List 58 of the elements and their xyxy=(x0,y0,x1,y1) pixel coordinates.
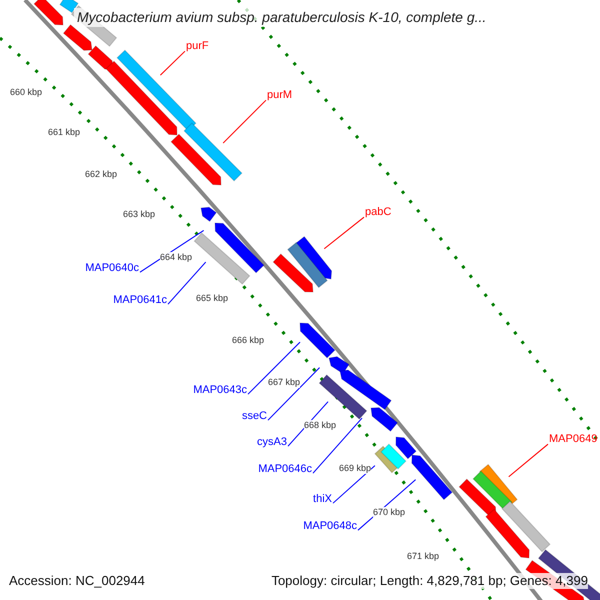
scale-label: 670 kbp xyxy=(373,507,406,518)
scale-label: 660 kbp xyxy=(10,87,42,98)
leader-line xyxy=(248,342,301,395)
leader-line xyxy=(222,100,266,144)
scale-label: 671 kbp xyxy=(407,551,440,562)
gene-feature xyxy=(458,478,497,516)
gene-label: MAP0640c xyxy=(85,262,139,276)
scale-label: 666 kbp xyxy=(232,335,264,346)
scale-label: 668 kbp xyxy=(304,420,336,431)
gene-label: MAP0646c xyxy=(258,463,312,476)
gene-feature xyxy=(501,500,551,552)
gene-feature xyxy=(395,436,417,460)
gene-feature xyxy=(318,374,368,420)
gene-feature xyxy=(200,206,217,222)
gene-feature xyxy=(287,242,328,288)
scale-label: 667 kbp xyxy=(268,377,300,388)
gene-feature xyxy=(411,454,453,500)
gene-feature xyxy=(183,122,243,182)
gene-feature xyxy=(485,508,530,559)
gene-feature xyxy=(33,0,64,26)
gene-feature xyxy=(299,322,336,359)
scale-label: 664 kbp xyxy=(160,252,192,263)
gene-label: MAP0649 xyxy=(549,433,598,446)
gene-feature xyxy=(59,0,79,14)
gene-feature xyxy=(170,134,222,186)
leader-line xyxy=(168,262,206,305)
scale-label: 662 kbp xyxy=(85,169,118,180)
gene-feature xyxy=(272,253,314,292)
gene-label: thiX xyxy=(313,493,332,506)
scale-label: 669 kbp xyxy=(339,463,372,474)
gene-feature xyxy=(380,443,407,470)
gene-label: cysA3 xyxy=(257,436,287,450)
leader-line xyxy=(140,230,204,273)
info-text: Accession: NC_002944 xyxy=(9,573,145,589)
leader-line xyxy=(324,216,364,250)
scale-label: 661 kbp xyxy=(48,127,80,138)
scale-label: 665 kbp xyxy=(196,293,228,304)
gene-feature xyxy=(214,222,265,274)
gene-feature xyxy=(62,24,93,51)
gene-feature xyxy=(116,50,197,132)
leader-line xyxy=(160,50,186,76)
leader-line xyxy=(332,465,376,504)
gene-feature xyxy=(472,470,513,511)
gene-label: purF xyxy=(186,40,209,54)
leader-line xyxy=(312,418,363,474)
gene-label: MAP0641c xyxy=(113,294,167,308)
gene-label: sseC xyxy=(242,410,267,424)
gene-feature xyxy=(370,407,398,432)
leader-line xyxy=(268,367,320,421)
gene-label: MAP0648c xyxy=(303,520,357,534)
gene-feature xyxy=(105,60,178,136)
gene-label: purM xyxy=(267,89,292,102)
scale-label: 663 kbp xyxy=(123,209,156,220)
gene-label: MAP0643c xyxy=(193,384,247,398)
info-text: Topology: circular; Length: 4,829,781 bp; Genes: 4,399 xyxy=(271,573,588,589)
gene-label: pabC xyxy=(365,206,392,220)
leader-line xyxy=(508,444,548,478)
gene-feature xyxy=(194,232,250,285)
